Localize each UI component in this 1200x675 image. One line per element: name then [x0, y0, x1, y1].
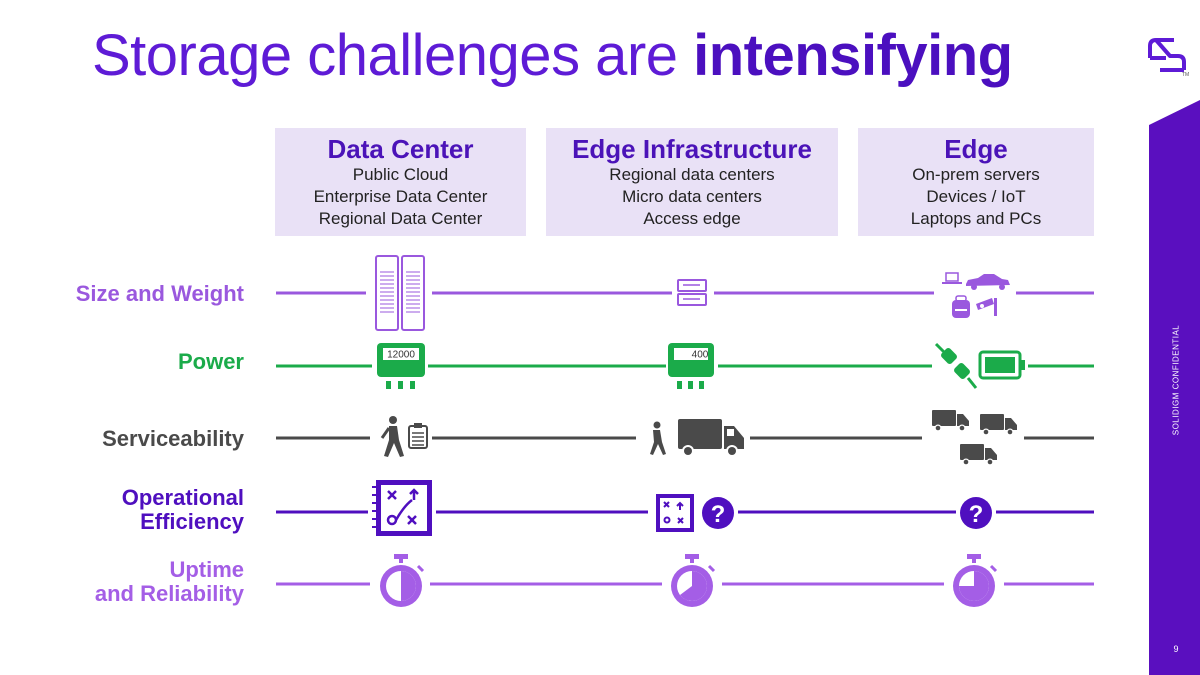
question-icon: ? — [960, 497, 992, 529]
delivery-truck-icon — [932, 410, 969, 432]
column-heading: Edge — [944, 134, 1008, 164]
column-heading: Edge Infrastructure — [572, 134, 812, 164]
stopwatch-icon — [953, 554, 998, 607]
row-label-line: Uptime — [169, 557, 244, 582]
svg-text:TM: TM — [1182, 72, 1189, 76]
column-line: On-prem servers — [912, 165, 1040, 184]
svg-text:?: ? — [969, 501, 984, 528]
column-line: Access edge — [643, 209, 741, 228]
battery-icon — [978, 350, 1025, 380]
column-line: Devices / IoT — [926, 187, 1026, 206]
security-camera-icon — [976, 298, 997, 316]
confidential-label: SOLIDIGM CONFIDENTIAL — [1171, 324, 1181, 436]
page-number: 9 — [1173, 644, 1179, 654]
slide-title: Storage challenges are intensifying — [92, 22, 1013, 89]
column-line: Enterprise Data Center — [313, 187, 488, 206]
strategy-board-icon — [656, 494, 694, 532]
technician-walking-icon — [650, 421, 666, 455]
column-line: Regional data centers — [609, 165, 775, 184]
row-label-serviceability: Serviceability — [102, 426, 244, 451]
power-plug-icon — [934, 342, 978, 389]
laptop-icon — [942, 272, 962, 284]
column-edge: Edge On-prem servers Devices / IoT Lapto… — [858, 128, 1094, 236]
stopwatch-icon — [671, 554, 716, 607]
strategy-board-icon — [372, 480, 432, 536]
column-line: Laptops and PCs — [910, 209, 1042, 228]
row-label-power: Power — [177, 349, 244, 374]
delivery-truck-icon — [960, 444, 997, 466]
row-label-line: Operational — [121, 485, 244, 510]
technician-walking-icon — [380, 416, 404, 457]
small-server-icon — [677, 279, 707, 306]
column-line: Regional Data Center — [318, 209, 483, 228]
backpack-icon — [952, 295, 970, 318]
row-label-line: Efficiency — [140, 509, 244, 534]
delivery-truck-icon — [678, 419, 744, 457]
title-regular: Storage challenges are — [92, 23, 678, 88]
row-label-operational-efficiency: Operational Efficiency — [122, 486, 244, 534]
server-rack-icon — [375, 255, 425, 331]
title-bold: intensifying — [693, 23, 1013, 88]
row-label-line: and Reliability — [94, 581, 244, 606]
column-edge-infrastructure: Edge Infrastructure Regional data center… — [546, 128, 838, 236]
car-icon — [966, 274, 1010, 290]
power-reading-edge-infrastructure: 400 — [692, 350, 709, 361]
delivery-truck-icon — [980, 414, 1017, 436]
power-meter-icon: 12000 — [377, 343, 425, 389]
column-data-center: Data Center Public Cloud Enterprise Data… — [275, 128, 526, 236]
column-heading: Data Center — [327, 134, 474, 164]
column-line: Public Cloud — [352, 165, 449, 184]
row-label-uptime-reliability: Uptime and Reliability — [95, 558, 244, 606]
power-reading-data-center: 12000 — [387, 350, 415, 361]
question-icon: ? — [702, 497, 734, 529]
column-line: Micro data centers — [622, 187, 762, 206]
stopwatch-icon — [380, 554, 425, 607]
clipboard-icon — [408, 423, 428, 449]
power-meter-icon: 400 — [668, 343, 714, 389]
svg-text:?: ? — [711, 501, 726, 528]
sidebar-band — [1149, 100, 1200, 675]
row-label-size-weight: Size and Weight — [75, 281, 244, 306]
solidigm-logo-icon: TM — [1148, 38, 1189, 76]
